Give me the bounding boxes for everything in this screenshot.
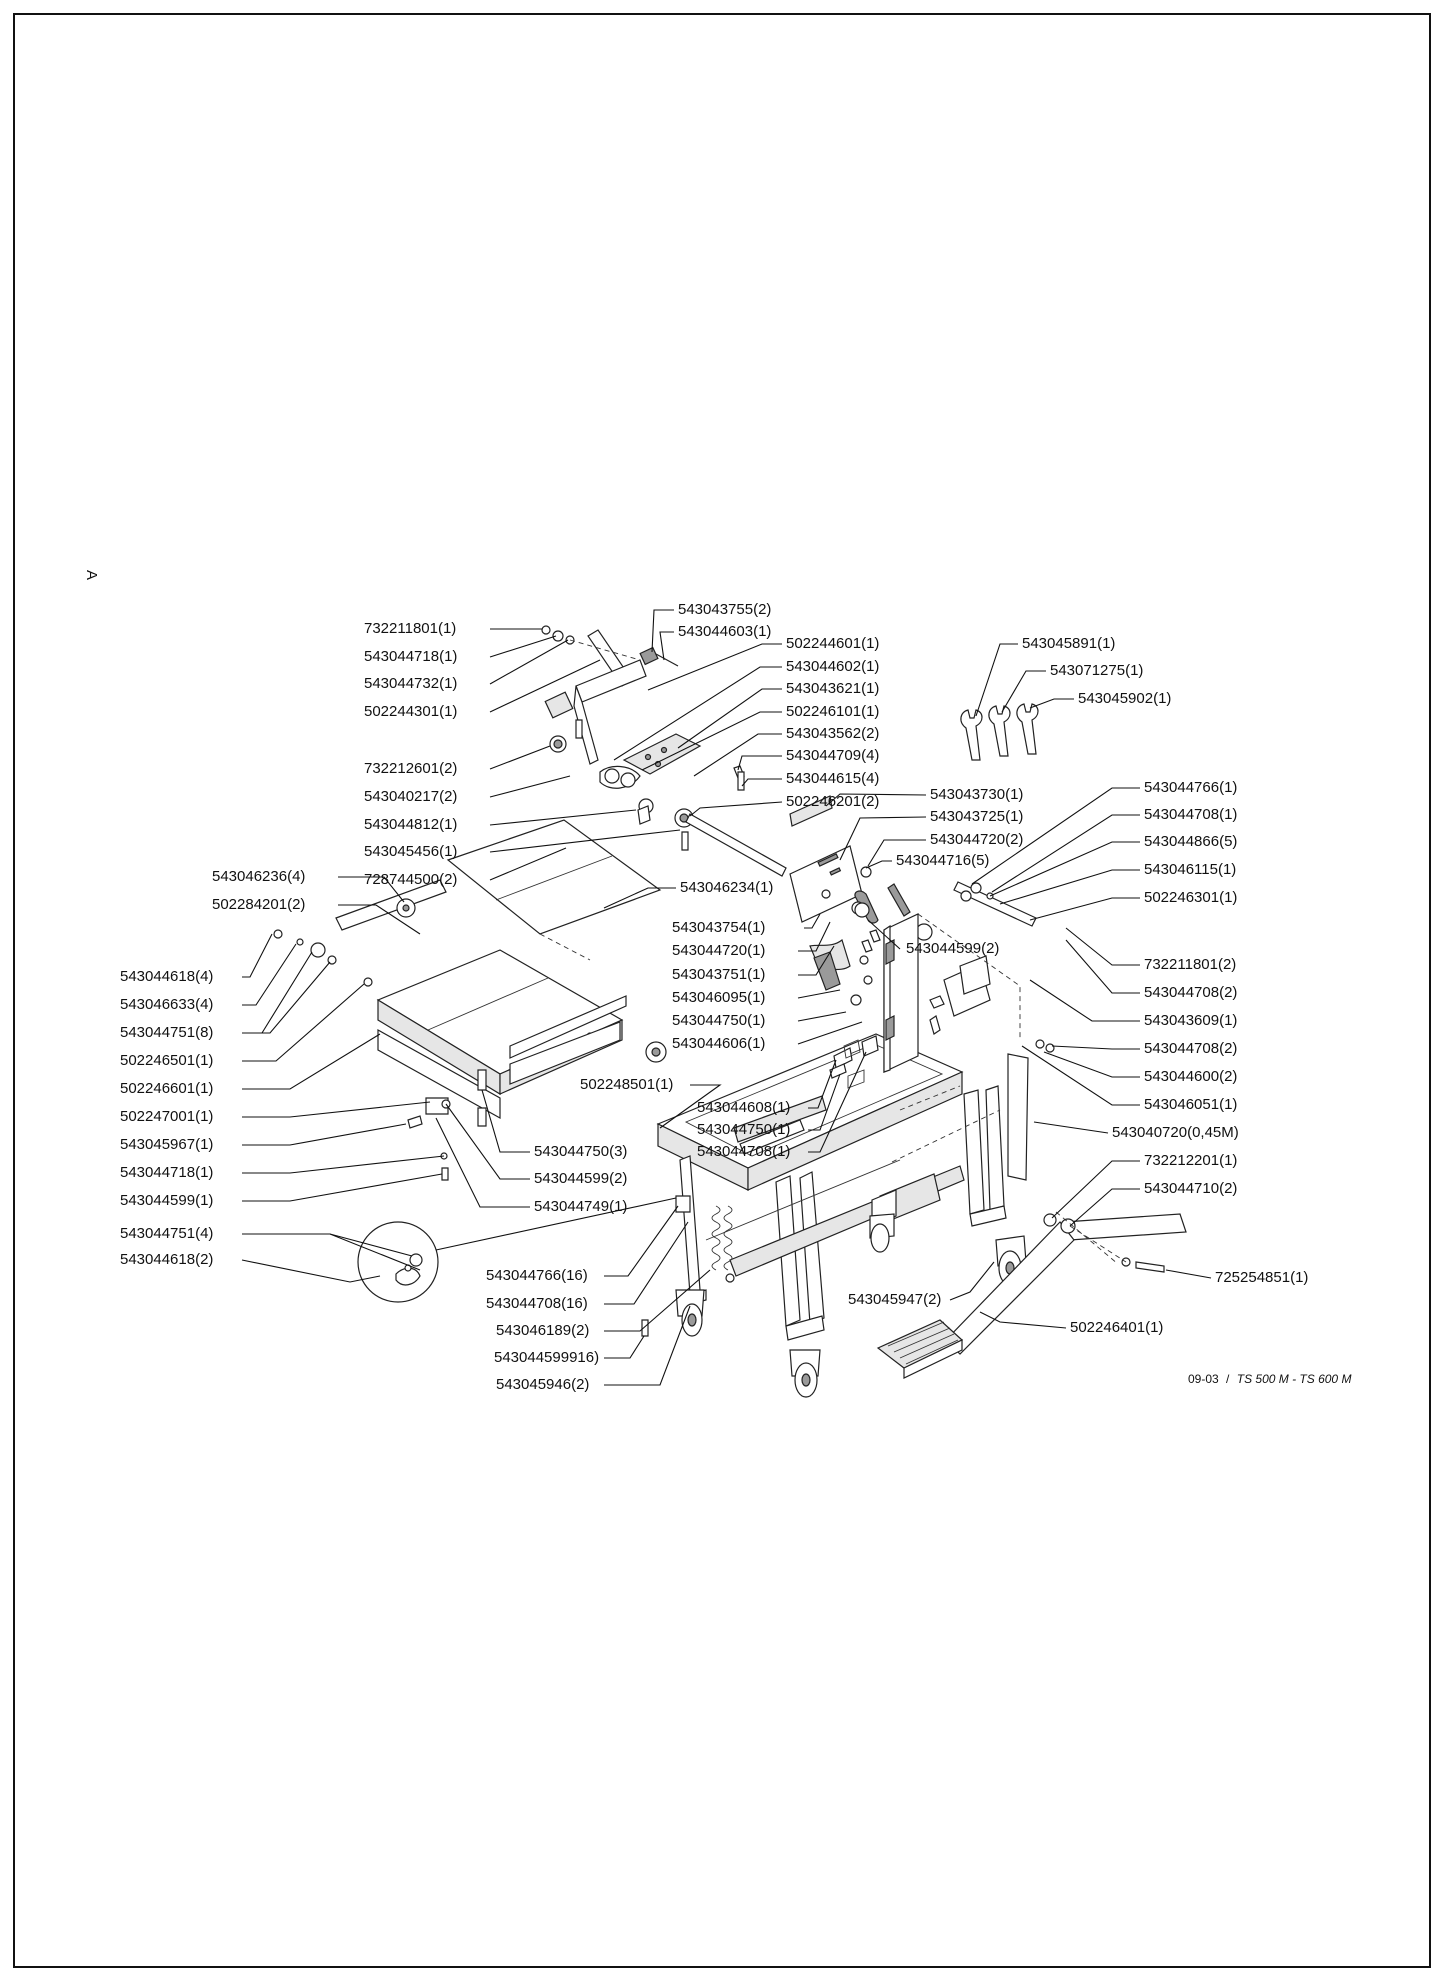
part-label: 725254851(1) (1215, 1269, 1308, 1286)
part-label: 543044708(16) (486, 1295, 588, 1312)
part-label: 543043609(1) (1144, 1012, 1237, 1029)
part-label: 543046633(4) (120, 996, 213, 1013)
part-label: 732211801(1) (364, 620, 456, 637)
part-label: 543044750(1) (672, 1012, 765, 1029)
part-label: 543044615(4) (786, 770, 879, 787)
handle-assembly (541, 625, 787, 877)
part-label: 502244601(1) (786, 635, 879, 652)
tension-spring (641, 1195, 735, 1337)
part-label: 543071275(1) (1050, 662, 1143, 679)
part-label: 543044866(5) (1144, 833, 1237, 850)
detail-circle (357, 1197, 677, 1303)
part-label: 543045947(2) (848, 1291, 941, 1308)
part-label: 543044720(2) (930, 831, 1023, 848)
part-label: 543044732(1) (364, 675, 457, 692)
part-label: 543044720(1) (672, 942, 765, 959)
part-label: 543044600(2) (1144, 1068, 1237, 1085)
part-label: 543044750(1) (697, 1121, 790, 1138)
part-label: 543044602(1) (786, 658, 879, 675)
part-label: 502247001(1) (120, 1108, 213, 1125)
part-label: 502246401(1) (1070, 1319, 1163, 1336)
part-label: 543046189(2) (496, 1322, 589, 1339)
part-label: 543046236(4) (212, 868, 305, 885)
part-label: 543043751(1) (672, 966, 765, 983)
pedal-lever (876, 1211, 1187, 1379)
part-label: 543045967(1) (120, 1136, 213, 1153)
part-label: 543044750(3) (534, 1143, 627, 1160)
part-label: 543044708(1) (1144, 806, 1237, 823)
side-plate-assembly (789, 795, 1037, 991)
part-label: 502246101(1) (786, 703, 879, 720)
footer-models: TS 500 M - TS 600 M (1237, 1372, 1352, 1386)
part-label: 543044599916) (494, 1349, 599, 1366)
part-label: 543044708(2) (1144, 1040, 1237, 1057)
part-label: 732212601(2) (364, 760, 457, 777)
sheet-border (13, 13, 1431, 1968)
part-label: 543045456(1) (364, 843, 457, 860)
part-label: 502244301(1) (364, 703, 457, 720)
wrench-set (960, 703, 1039, 761)
castor-wheels (675, 1213, 1027, 1398)
part-label: 543044603(1) (678, 623, 771, 640)
part-label: 543044812(1) (364, 816, 457, 833)
corner-mark: A (83, 570, 100, 580)
part-labels: 732211801(1) 543044718(1) 543044732(1) 5… (120, 601, 1308, 1393)
footer-code: 09-03 (1188, 1372, 1219, 1386)
part-label: 543040217(2) (364, 788, 457, 805)
part-label: 543045902(1) (1078, 690, 1171, 707)
part-label: 732211801(2) (1144, 956, 1236, 973)
side-table-box (273, 879, 667, 1181)
part-label: 543044599(1) (120, 1192, 213, 1209)
part-label: 543046234(1) (680, 879, 773, 896)
part-label: 543043725(1) (930, 808, 1023, 825)
part-label: 543045891(1) (1022, 635, 1115, 652)
part-label: 543044708(2) (1144, 984, 1237, 1001)
part-label: 543044751(8) (120, 1024, 213, 1041)
part-label: 543044710(2) (1144, 1180, 1237, 1197)
part-label: 543044718(1) (364, 648, 457, 665)
part-label: 502246301(1) (1144, 889, 1237, 906)
part-label: 502284201(2) (212, 896, 305, 913)
part-label: 543044708(1) (697, 1143, 790, 1160)
part-label: 732212201(1) (1144, 1152, 1237, 1169)
part-label: 543044766(1) (1144, 779, 1237, 796)
part-label: 502246501(1) (120, 1052, 213, 1069)
part-label: 543043562(2) (786, 725, 879, 742)
leader-lines (241, 609, 1212, 1386)
part-label: 543043730(1) (930, 786, 1023, 803)
footer-separator: / (1226, 1372, 1230, 1386)
part-label: 543044599(2) (906, 940, 999, 957)
part-label: 543046051(1) (1144, 1096, 1237, 1113)
part-label: 543043754(1) (672, 919, 765, 936)
part-label: 543046115(1) (1144, 861, 1236, 878)
part-label: 502246201(2) (786, 793, 879, 810)
table-top-plate (446, 819, 662, 961)
part-label: 543044751(4) (120, 1225, 213, 1242)
part-label: 543044766(16) (486, 1267, 588, 1284)
part-label: 502246601(1) (120, 1080, 213, 1097)
part-label: 543046095(1) (672, 989, 765, 1006)
part-label: 543044606(1) (672, 1035, 765, 1052)
part-label: 543044709(4) (786, 747, 879, 764)
frame-cross-members (733, 1039, 961, 1155)
part-label: 502248501(1) (580, 1076, 673, 1093)
part-label: 543043755(2) (678, 601, 771, 618)
part-label: 543043621(1) (786, 680, 879, 697)
part-label: 543040720(0,45M) (1112, 1124, 1239, 1141)
part-label: 543044608(1) (697, 1099, 790, 1116)
footer-caption: 09-03 / TS 500 M - TS 600 M (1188, 1372, 1351, 1386)
part-label: 543044618(4) (120, 968, 213, 985)
part-label: 728744500(2) (364, 871, 457, 888)
part-label: 543044599(2) (534, 1170, 627, 1187)
part-label: 543045946(2) (496, 1376, 589, 1393)
machine-drawing (273, 625, 1187, 1398)
part-label: 543044618(2) (120, 1251, 213, 1268)
part-label: 543044716(5) (896, 852, 989, 869)
part-label: 543044749(1) (534, 1198, 627, 1215)
part-label: 543044718(1) (120, 1164, 213, 1181)
